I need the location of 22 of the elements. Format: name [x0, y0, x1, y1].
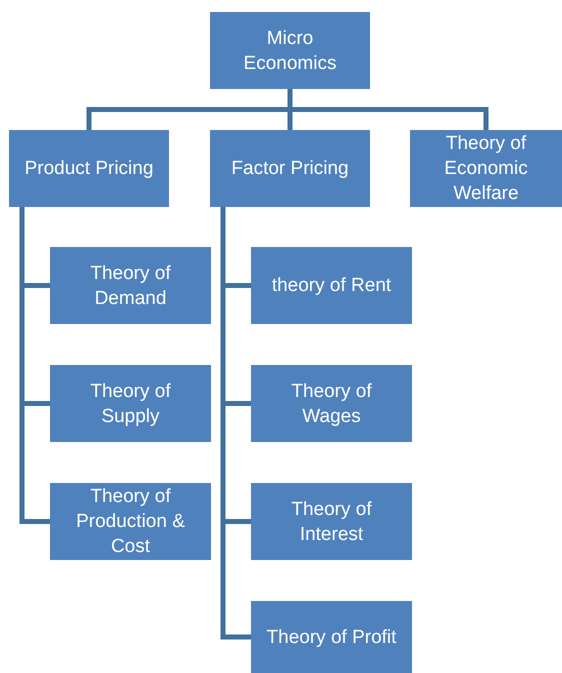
topic-label: Theory of Production & Cost: [75, 485, 186, 559]
topic-label: Product Pricing: [24, 157, 154, 181]
topic-box: [251, 483, 412, 560]
topic-box: [9, 130, 169, 207]
topic-box: [50, 483, 211, 560]
topic-box: [50, 247, 211, 324]
topic-label: Theory of Economic Welfare: [443, 132, 529, 206]
topic-box: [251, 247, 412, 324]
topic-label: Theory of Wages: [290, 380, 373, 428]
topic-box: [210, 130, 370, 207]
topic-label: Theory of Supply: [89, 380, 172, 428]
topic-label: Theory of Demand: [89, 262, 172, 310]
topic-label: theory of Rent: [272, 274, 392, 298]
topic-label: Theory of Profit: [266, 626, 396, 650]
topic-box: [251, 601, 412, 673]
topic-box: [50, 365, 211, 442]
topic-label: Micro Economics: [242, 26, 338, 76]
topic-label: Factor Pricing: [231, 157, 349, 181]
topic-box: [251, 365, 412, 442]
topic-box: [410, 130, 562, 207]
topic-box: [210, 12, 370, 89]
topic-label: Theory of Interest: [290, 498, 373, 546]
